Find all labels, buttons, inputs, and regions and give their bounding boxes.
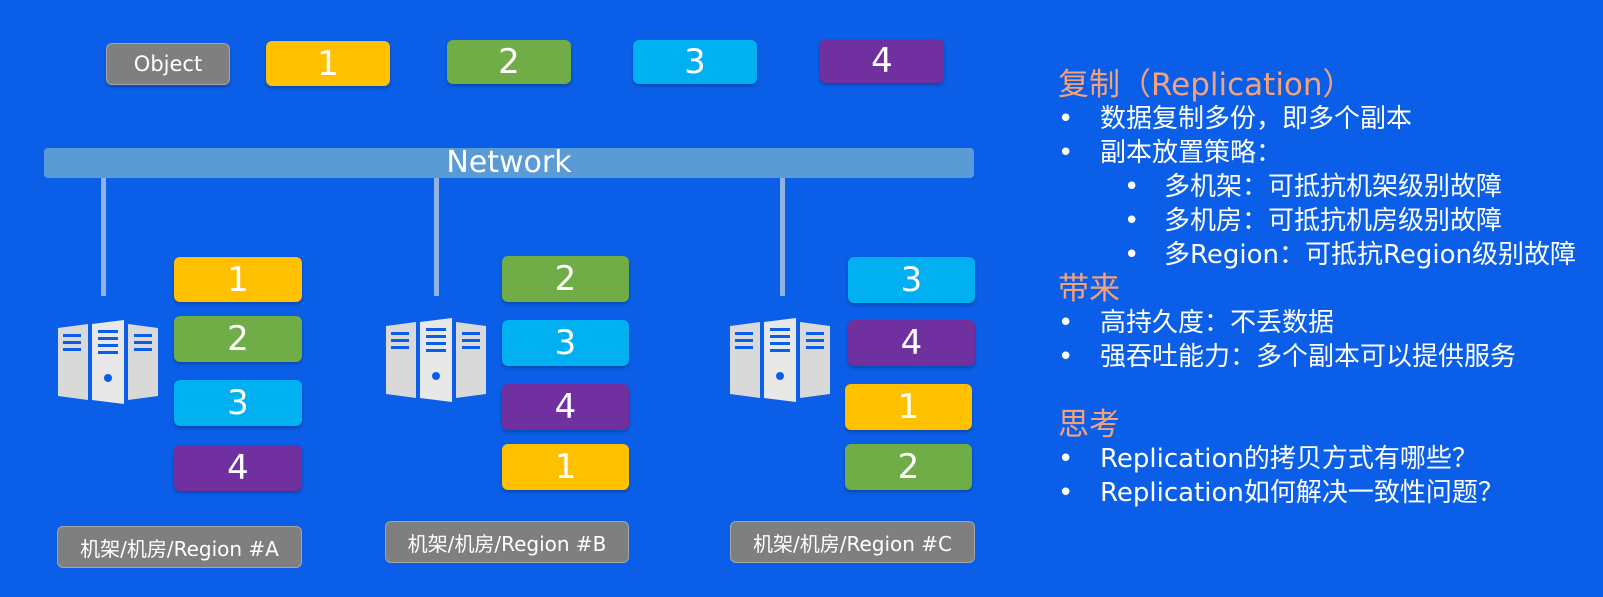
- network-link-a: [101, 178, 106, 296]
- list-item: •高持久度：不丢数据: [1058, 308, 1335, 338]
- rack-label-a: 机架/机房/Region #A: [57, 526, 302, 568]
- rack-c-chip: 4: [848, 320, 975, 366]
- list-item: •Replication的拷贝方式有哪些？: [1058, 444, 1478, 474]
- object-chip-1: 1: [266, 41, 390, 86]
- rack-a-chip: 1: [174, 257, 302, 302]
- server-icon: [58, 320, 158, 404]
- list-item: •强吞吐能力：多个副本可以提供服务: [1058, 342, 1517, 372]
- rack-b-chip: 3: [502, 320, 629, 366]
- rack-c-chip: 3: [848, 257, 975, 303]
- think-title: 思考: [1058, 407, 1120, 443]
- rack-b-chip: 1: [502, 444, 629, 490]
- server-icon: [730, 318, 830, 402]
- rack-a-chip: 4: [174, 445, 302, 491]
- network-link-c: [780, 178, 785, 296]
- object-chip-3: 3: [633, 40, 757, 84]
- sub-list-item: •多Region：可抵抗Region级别故障: [1124, 240, 1577, 270]
- object-chip: Object: [106, 43, 230, 85]
- network-bar: Network: [44, 148, 974, 178]
- benefits-title: 带来: [1058, 271, 1120, 307]
- object-chip-2: 2: [447, 40, 571, 84]
- sub-list-item: •多机房：可抵抗机房级别故障: [1124, 206, 1503, 236]
- replication-title: 复制（Replication）: [1058, 67, 1354, 103]
- list-item: •副本放置策略：: [1058, 138, 1283, 168]
- rack-b-chip: 4: [502, 384, 629, 430]
- server-icon: [386, 318, 486, 402]
- rack-c-chip: 1: [845, 384, 972, 430]
- rack-label-b: 机架/机房/Region #B: [385, 521, 629, 563]
- rack-a-chip: 3: [174, 380, 302, 426]
- list-item: •数据复制多份，即多个副本: [1058, 104, 1413, 134]
- rack-b-chip: 2: [502, 256, 629, 302]
- sub-list-item: •多机架：可抵抗机架级别故障: [1124, 172, 1503, 202]
- network-link-b: [434, 178, 439, 296]
- object-chip-4: 4: [820, 39, 944, 83]
- rack-c-chip: 2: [845, 444, 972, 490]
- rack-label-c: 机架/机房/Region #C: [730, 521, 975, 563]
- replication-notes: 复制（Replication） •数据复制多份，即多个副本 •副本放置策略： •…: [1058, 68, 1603, 510]
- list-item: •Replication如何解决一致性问题？: [1058, 478, 1504, 508]
- rack-a-chip: 2: [174, 316, 302, 362]
